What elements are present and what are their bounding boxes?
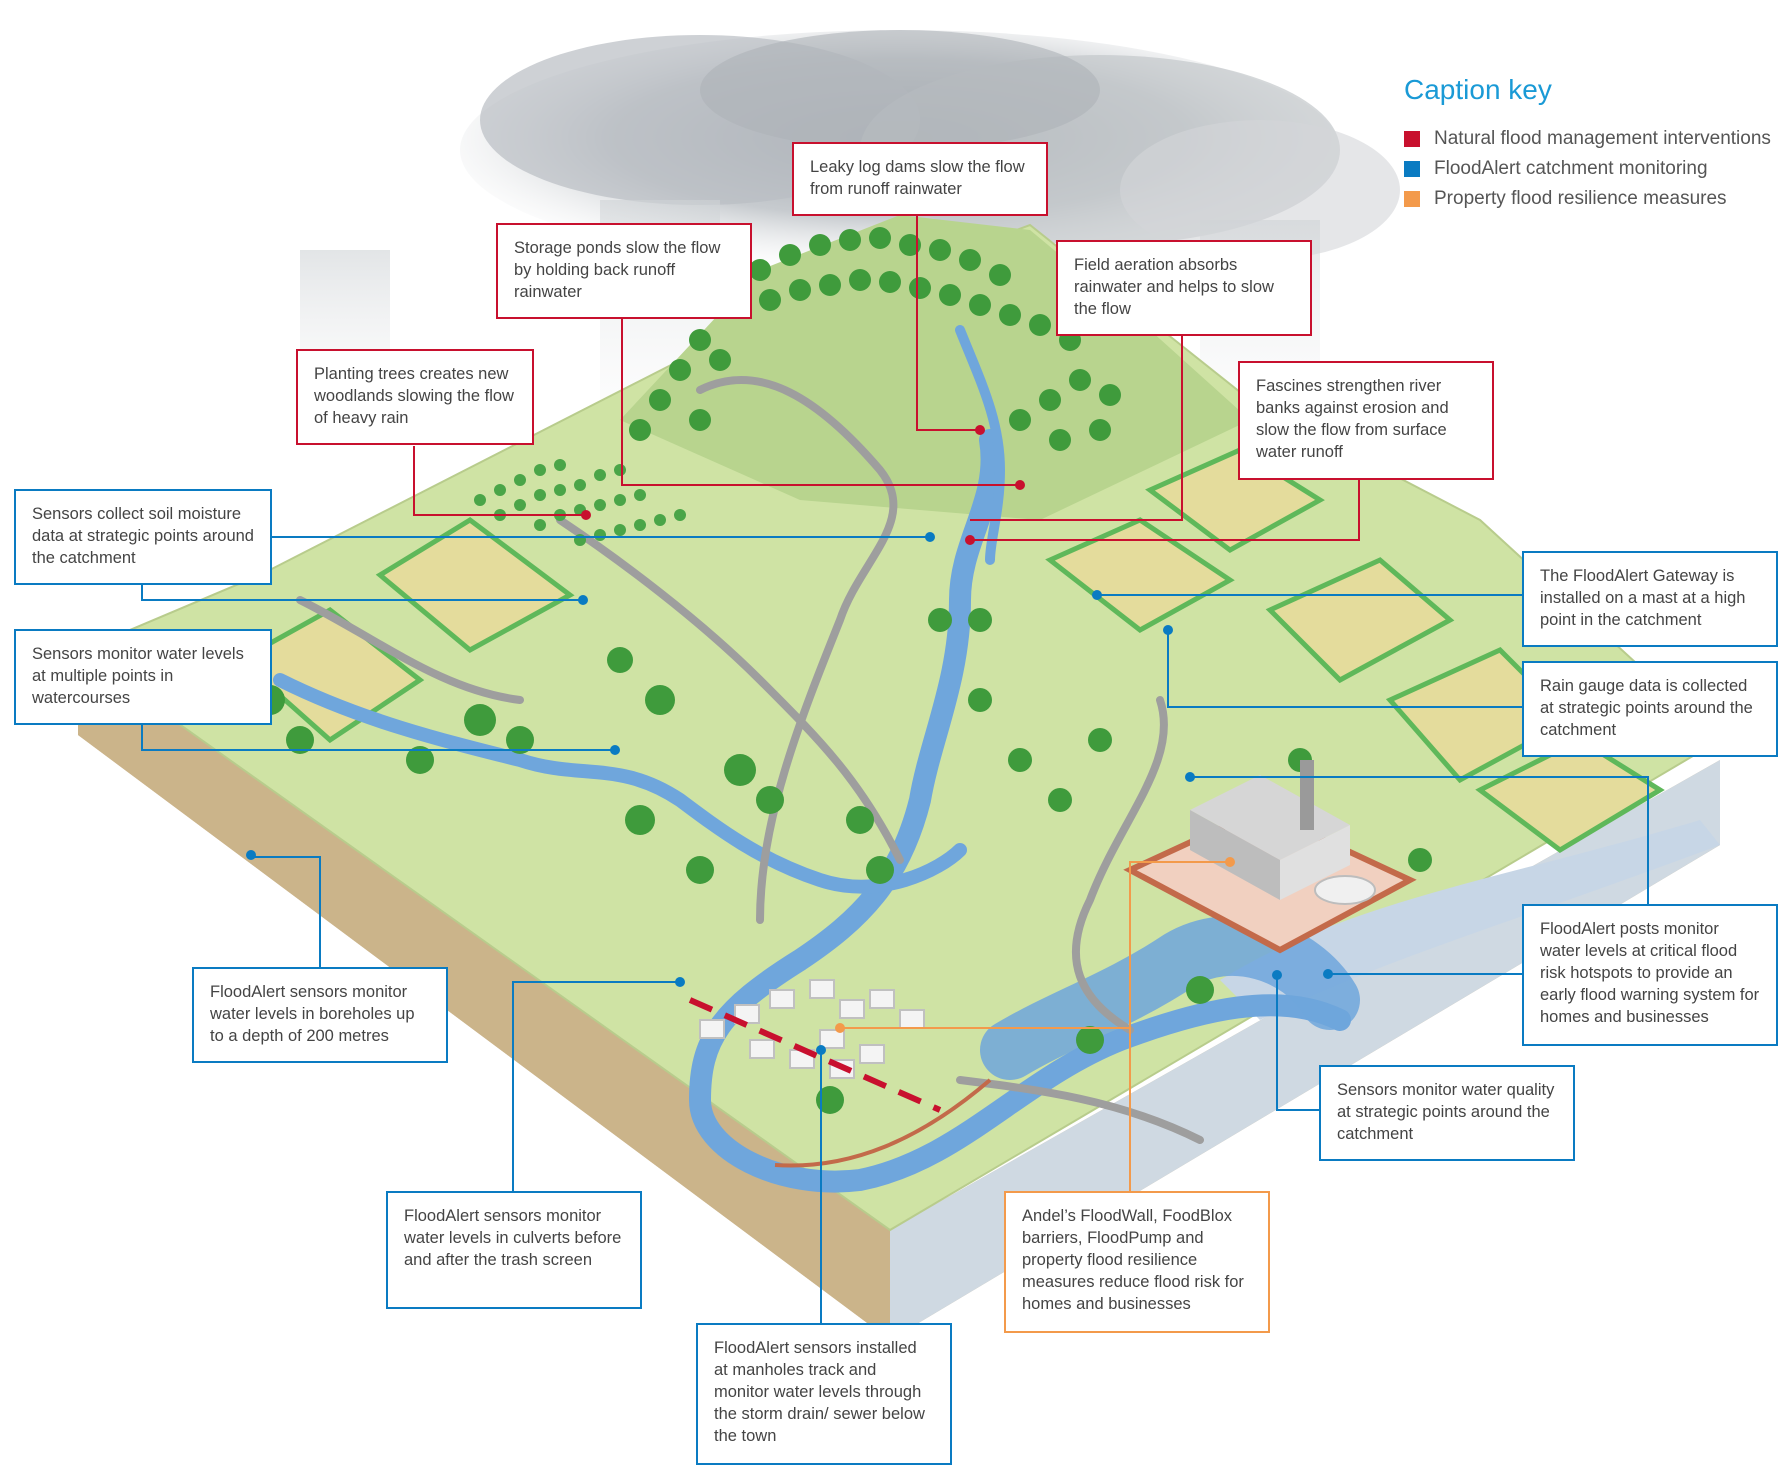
planted-saplings [474,459,686,546]
upper-stream [955,325,1006,565]
callout-andel-measures: Andel’s FloodWall, FoodBlox barriers, Fl… [1004,1191,1270,1333]
callout-water-quality: Sensors monitor water quality at strateg… [1319,1065,1575,1161]
callout-text: Sensors monitor water quality at strateg… [1337,1081,1555,1143]
legend-swatch-blue [1404,161,1420,177]
leader-lines-resilience [840,861,1230,1191]
flood-wall [774,1078,992,1168]
callout-text: Sensors monitor water levels at multiple… [32,645,244,707]
callout-boreholes: FloodAlert sensors monitor water levels … [192,967,448,1063]
callout-text: FloodAlert sensors installed at manholes… [714,1339,925,1445]
caption-key: Caption key Natural flood management int… [1404,74,1784,214]
callout-planting-trees: Planting trees creates new woodlands slo… [296,349,534,445]
callout-text: FloodAlert sensors monitor water levels … [210,983,415,1045]
callout-soil-moisture: Sensors collect soil moisture data at st… [14,489,272,585]
callout-gateway: The FloodAlert Gateway is installed on a… [1522,551,1778,647]
callout-text: Andel’s FloodWall, FoodBlox barriers, Fl… [1022,1207,1244,1313]
leader-dots-monitoring [246,532,1333,1055]
callout-storage-ponds: Storage ponds slow the flow by holding b… [496,223,752,319]
callout-text: Sensors collect soil moisture data at st… [32,505,254,567]
callout-text: Fascines strengthen river banks against … [1256,377,1449,461]
tributary [273,673,967,894]
roads [296,376,1204,1144]
callout-floodalert-posts: FloodAlert posts monitor water levels at… [1522,904,1778,1046]
legend-label: FloodAlert catchment monitoring [1434,158,1708,179]
legend-swatch-orange [1404,191,1420,207]
leader-dots-natural [581,425,1025,545]
callout-leaky-log-dams: Leaky log dams slow the flow from runoff… [792,142,1048,216]
callout-text: Planting trees creates new woodlands slo… [314,365,514,427]
storm-drain-line [688,997,942,1113]
callout-culverts: FloodAlert sensors monitor water levels … [386,1191,642,1309]
callout-text: Leaky log dams slow the flow from runoff… [810,158,1025,198]
callout-field-aeration: Field aeration absorbs rainwater and hel… [1056,240,1312,336]
woodland-trees [629,227,1121,451]
legend-item-resilience: Property flood resilience measures [1404,184,1784,214]
callout-text: Storage ponds slow the flow by holding b… [514,239,721,301]
legend-item-monitoring: FloodAlert catchment monitoring [1404,154,1784,184]
factory [1123,760,1417,954]
callout-text: FloodAlert sensors monitor water levels … [404,1207,622,1269]
callout-text: FloodAlert posts monitor water levels at… [1540,920,1760,1026]
callout-text: The FloodAlert Gateway is installed on a… [1540,567,1746,629]
legend-swatch-red [1404,131,1420,147]
callout-water-levels-watercourses: Sensors monitor water levels at multiple… [14,629,272,725]
callout-manholes: FloodAlert sensors installed at manholes… [696,1323,952,1465]
callout-text: Rain gauge data is collected at strategi… [1540,677,1753,739]
callout-text: Field aeration absorbs rainwater and hel… [1074,256,1274,318]
leader-lines-natural [413,213,1360,541]
callout-fascines: Fascines strengthen river banks against … [1238,361,1494,480]
legend-item-natural: Natural flood management interventions [1404,124,1784,154]
legend-label: Natural flood management interventions [1434,128,1771,149]
callout-rain-gauge: Rain gauge data is collected at strategi… [1522,661,1778,757]
leader-dots-resilience [835,857,1235,1033]
caption-key-title: Caption key [1404,74,1552,105]
leader-lines-monitoring [141,536,1649,1323]
town-river-bend [980,916,1360,1080]
legend-label: Property flood resilience measures [1434,188,1727,209]
